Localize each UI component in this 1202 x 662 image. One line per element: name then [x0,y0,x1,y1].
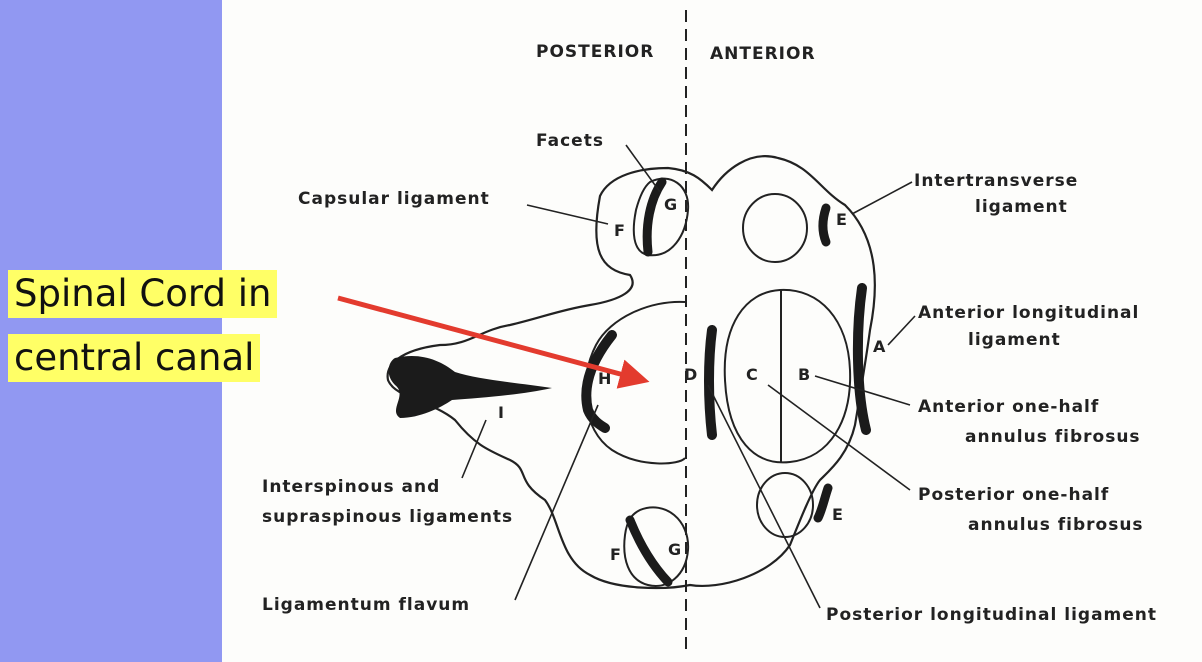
posterior-label: POSTERIOR [536,42,654,62]
callout-line-1: Spinal Cord in [8,270,278,318]
transverse-process-top [742,193,808,263]
intertransverse-label-1: Intertransverse [914,171,1078,191]
posterior-half-annulus-label-1: Posterior one-half [918,485,1109,505]
interspinous-label-1: Interspinous and [262,477,440,497]
facet-bottom-outline [623,506,690,587]
ligament-e-bottom [813,483,833,523]
red-arrow [337,295,650,389]
letter-i: I [498,403,504,422]
letter-d: D [684,365,697,384]
anterior-longitudinal-label-1: Anterior longitudinal [918,303,1139,323]
ligamentum-flavum-mark [581,330,617,433]
interspinous-label-2: supraspinous ligaments [262,507,513,527]
letter-e-bottom: E [832,505,843,524]
letter-c: C [746,365,758,384]
facets-label: Facets [536,131,604,151]
anterior-half-annulus-label-2: annulus fibrosus [965,427,1141,447]
posterior-longitudinal-label: Posterior longitudinal ligament [826,605,1157,625]
posterior-longitudinal-mark [704,325,717,440]
letter-f-top: F [614,221,625,240]
transverse-process-bottom [756,472,814,538]
anterior-label: ANTERIOR [710,44,816,64]
vertebra-outline [386,155,876,590]
facet-bottom-cartilage [625,515,673,587]
anterior-longitudinal-mark [852,283,871,435]
vertebral-body [723,288,852,464]
letter-g-bottom: G [668,540,681,559]
anterior-half-annulus-label-1: Anterior one-half [918,397,1099,417]
letter-e-top: E [836,210,847,229]
letter-a: A [873,337,886,356]
anterior-longitudinal-label-2: ligament [968,330,1061,350]
leader-lines [461,144,916,609]
callout-line-2: central canal [8,334,261,382]
spinous-process-mark [388,355,552,418]
capsular-ligament-label: Capsular ligament [298,189,490,209]
letter-b: B [798,365,810,384]
facet-top-cartilage [642,177,667,257]
letter-h: H [598,369,611,388]
ligamentum-flavum-label: Ligamentum flavum [262,595,470,615]
posterior-half-annulus-label-2: annulus fibrosus [968,515,1144,535]
intertransverse-label-2: ligament [975,197,1068,217]
ligament-e-top [818,203,831,247]
letter-g-top: G [664,195,677,214]
letter-f-bottom: F [610,545,621,564]
